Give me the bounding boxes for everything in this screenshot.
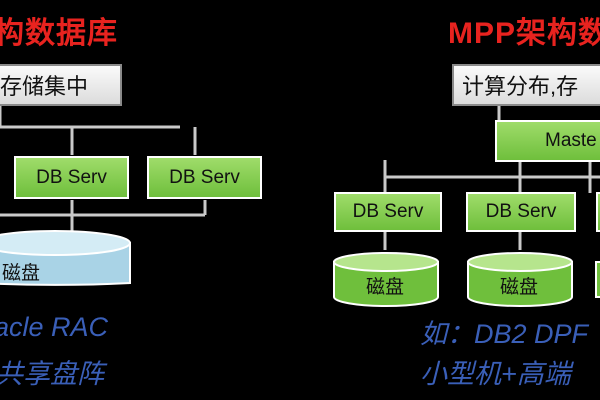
left-db-server-1: DB Serv (14, 156, 129, 199)
right-disk-1 (333, 252, 439, 307)
right-disk-2 (467, 252, 573, 307)
left-disk-label: 磁盘 (2, 263, 41, 284)
right-banner: 计算分布,存 (452, 64, 600, 106)
right-disk-label-1: 磁盘 (366, 277, 405, 298)
left-db-server-2: DB Serv (147, 156, 262, 199)
left-title: 构数据库 (0, 17, 118, 50)
left-banner: 存储集中 (0, 64, 122, 106)
left-shared-disk (0, 230, 131, 286)
left-caption-line1: acle RAC (0, 312, 109, 342)
right-master-node: Maste (495, 120, 600, 162)
right-db-server-1: DB Serv (334, 192, 442, 232)
right-db-server-3-partial (596, 192, 600, 232)
left-caption-line2: 共享盘阵 (0, 359, 104, 389)
right-connectors (383, 97, 600, 250)
right-caption-line2: 小型机+高端 (420, 359, 571, 389)
left-connectors (0, 105, 207, 236)
right-db-server-2: DB Serv (466, 192, 576, 232)
right-title: MPP架构数 (448, 17, 600, 50)
right-caption-line1: 如：DB2 DPF (420, 319, 589, 349)
right-disk-label-2: 磁盘 (500, 277, 539, 298)
right-disk-3-partial (595, 261, 600, 298)
